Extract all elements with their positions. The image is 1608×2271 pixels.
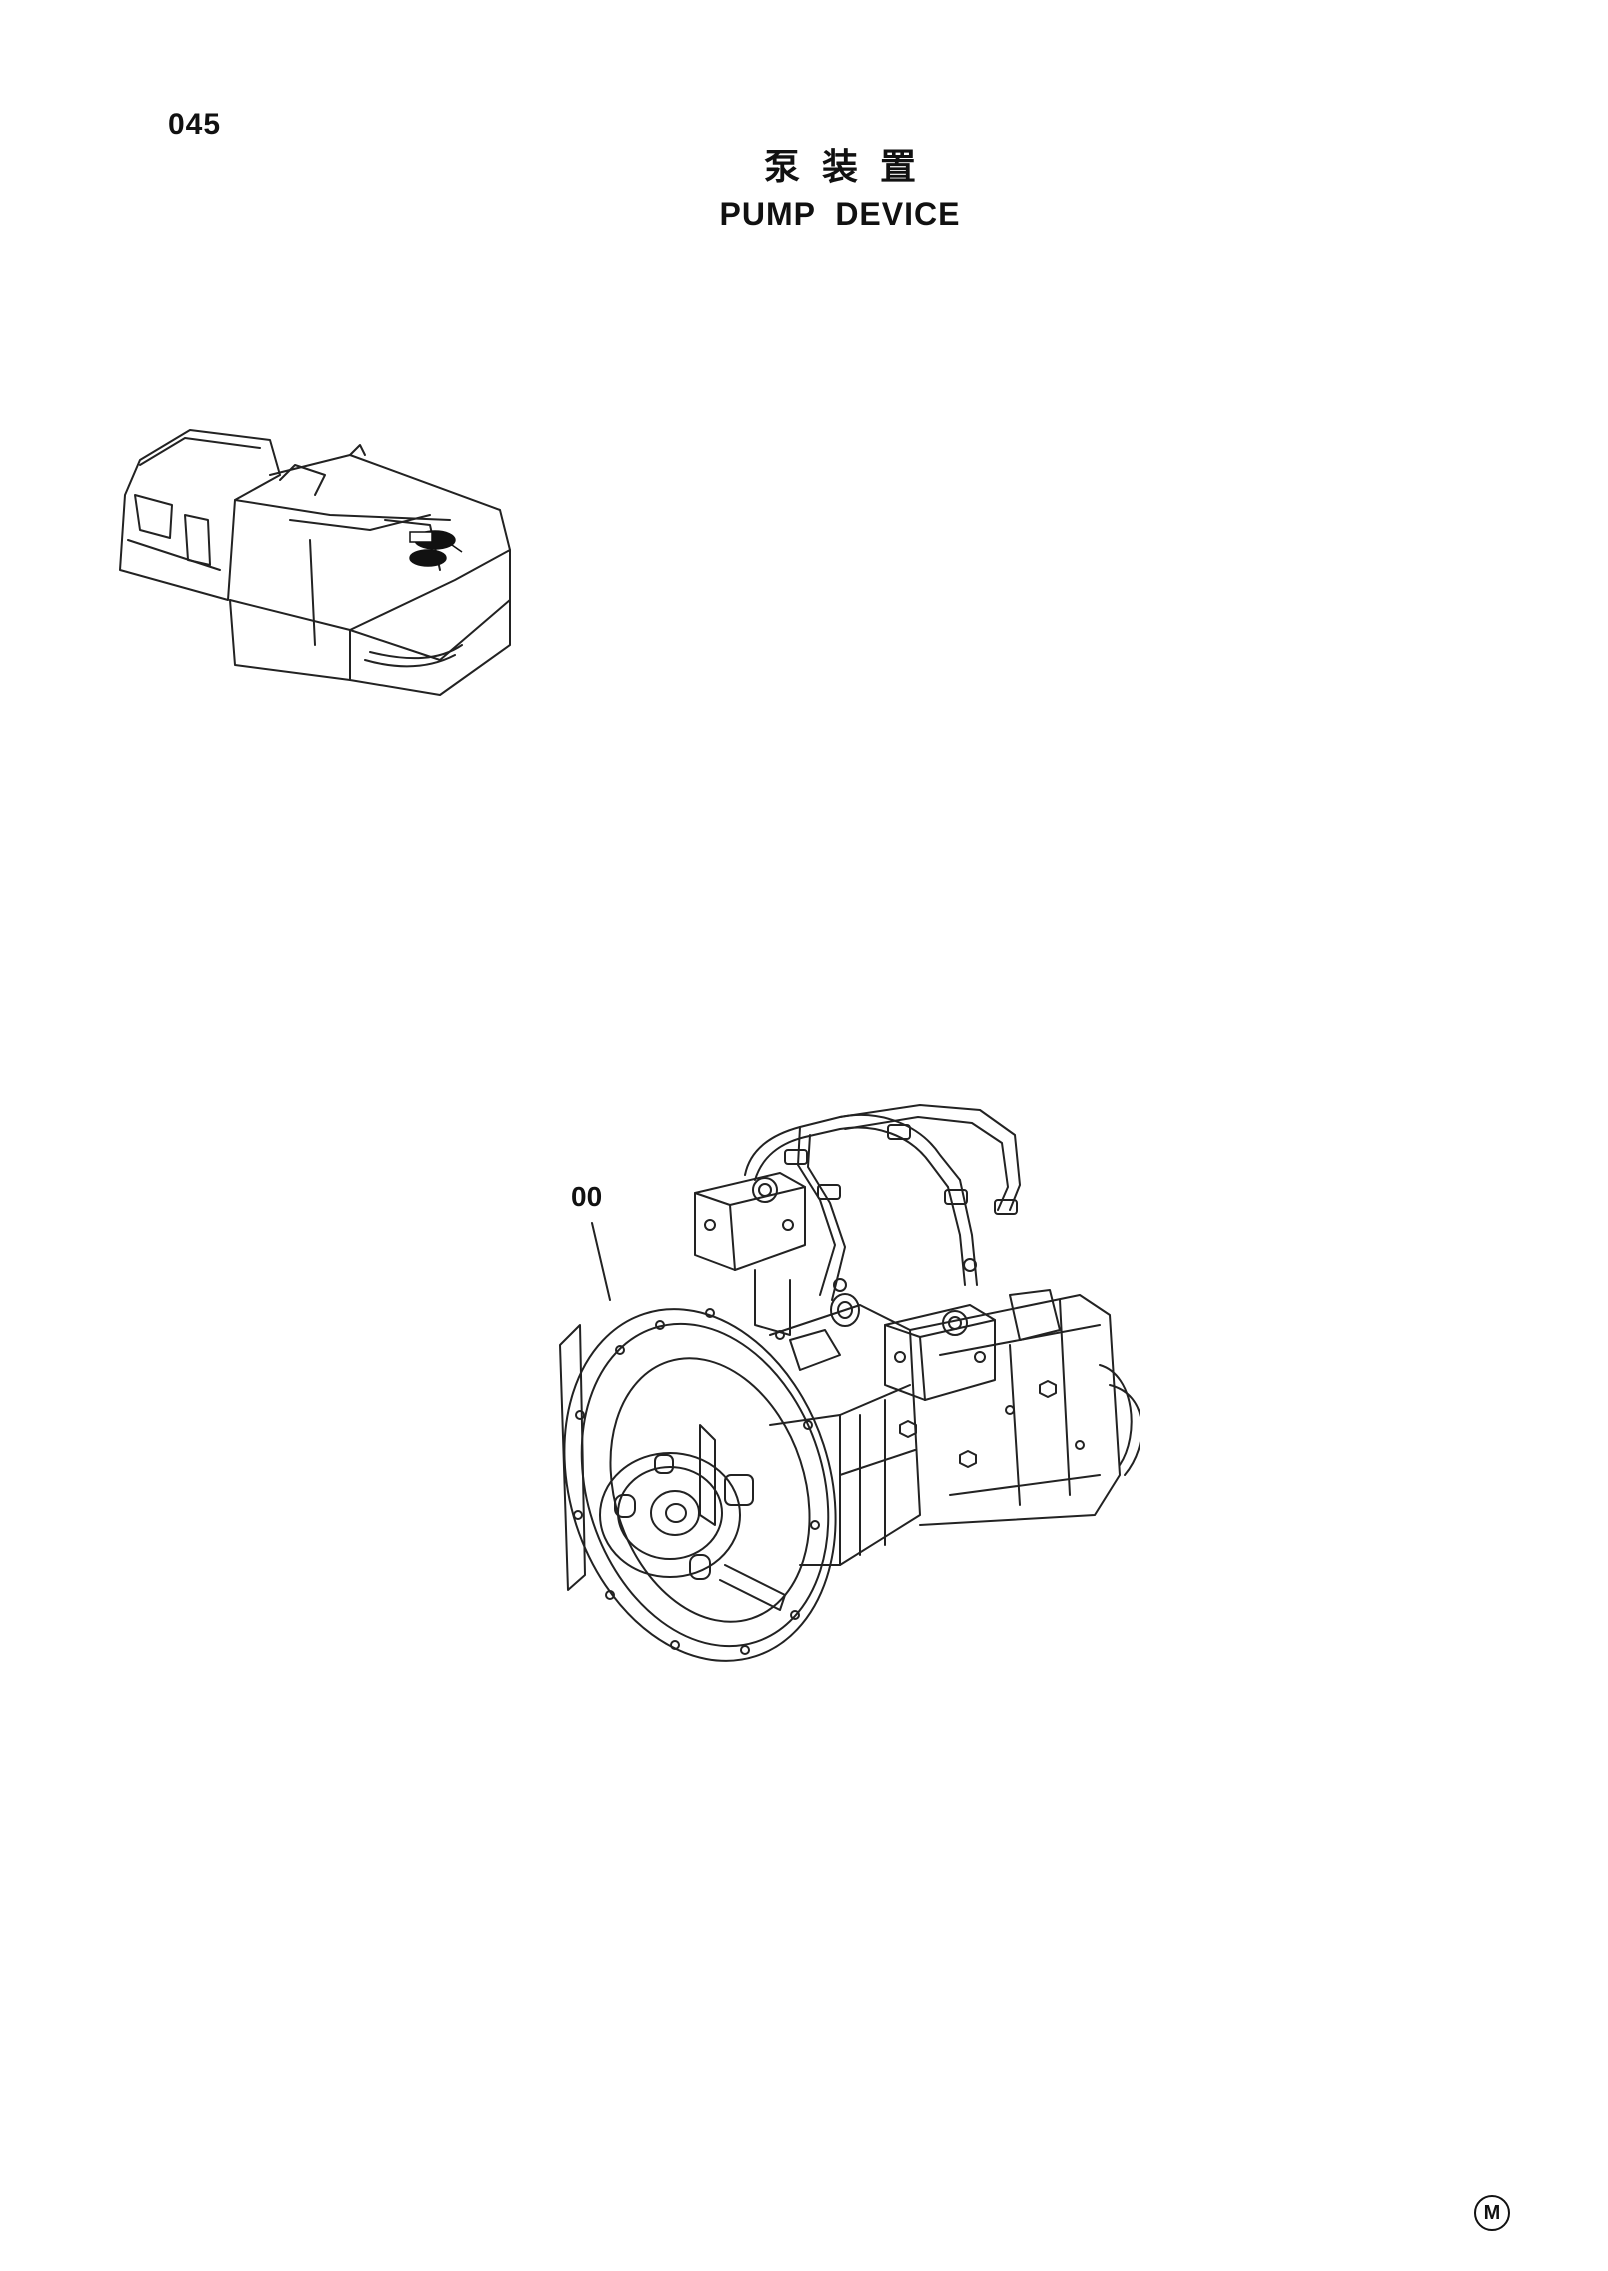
- title-block: 泵装置 PUMP DEVICE: [640, 146, 1040, 233]
- manufacturer-mark: M: [1474, 2195, 1510, 2231]
- page-number: 045: [168, 108, 222, 141]
- title-chinese: 泵装置: [763, 147, 938, 188]
- excavator-location-thumbnail: [119, 429, 511, 696]
- callout-label-00: 00: [571, 1181, 603, 1212]
- pump-device-illustration: [559, 1104, 1140, 1662]
- title-english: PUMP DEVICE: [719, 196, 961, 232]
